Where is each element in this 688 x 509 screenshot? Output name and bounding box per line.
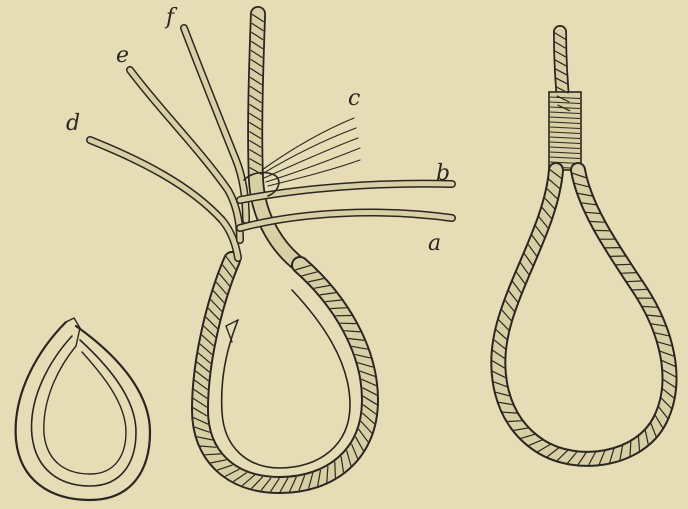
rope-twist-mark (621, 273, 637, 274)
label-e: e (116, 43, 129, 68)
rope-twist-mark (632, 289, 648, 290)
finished-eye-splice-icon (491, 32, 676, 466)
seizing (549, 92, 581, 170)
thimble-icon (16, 318, 150, 500)
label-b: b (436, 161, 450, 186)
rope-twist-mark (335, 462, 336, 478)
rope-eye-loop (193, 256, 377, 492)
strand-d (90, 140, 238, 258)
label-c: c (348, 86, 360, 111)
strand-b (240, 184, 452, 200)
label-a: a (428, 231, 441, 256)
label-d: d (66, 111, 80, 136)
strand-e (130, 70, 240, 240)
rope-twist-mark (615, 264, 631, 265)
rope-twist-mark (626, 281, 642, 282)
label-f: f (164, 5, 178, 30)
